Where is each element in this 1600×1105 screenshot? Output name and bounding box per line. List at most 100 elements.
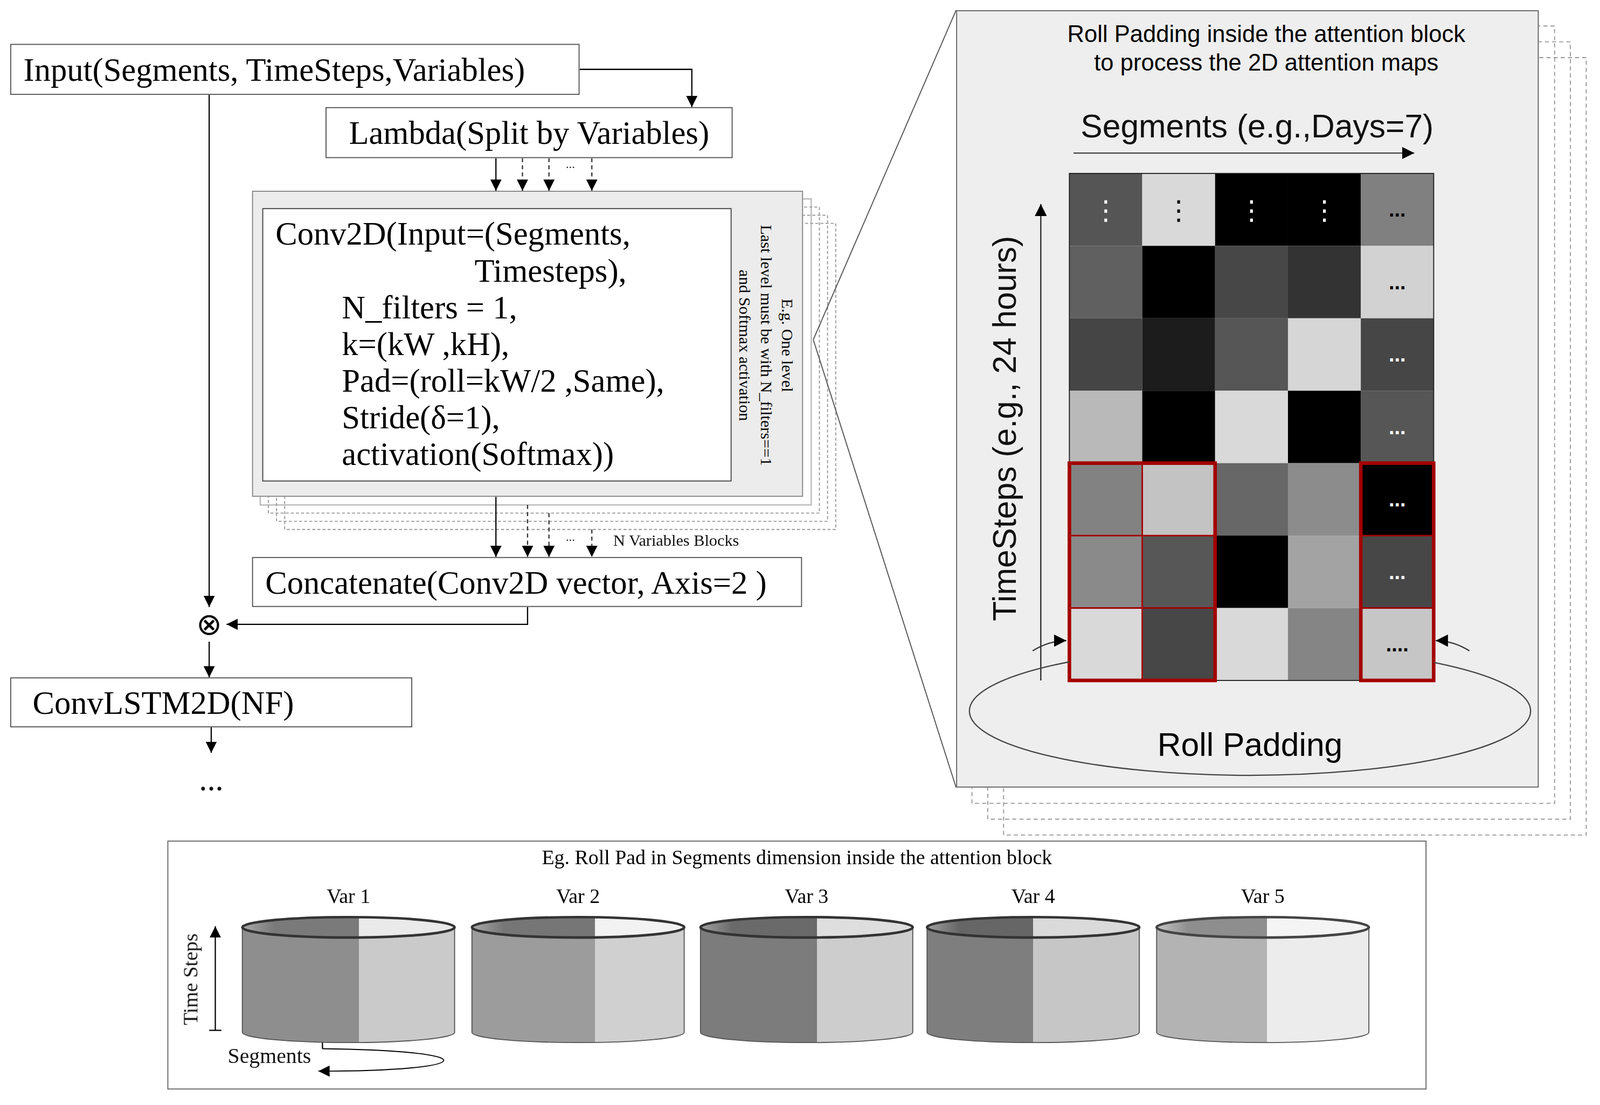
grid-cell — [1215, 245, 1288, 318]
grid-cell — [1142, 608, 1216, 681]
multiply-operator: ⊗ — [191, 607, 227, 642]
grid-cell — [1287, 318, 1361, 391]
grid-cell — [1360, 390, 1434, 463]
cell-dots: ⋮ — [1092, 194, 1119, 226]
cylinder-top — [926, 917, 1140, 938]
box-label: Concatenate(Conv2D vector, Axis=2 ) — [265, 563, 767, 601]
grid-cell — [1215, 318, 1288, 391]
side-note: E.g. One level — [777, 217, 799, 473]
cylinder-top — [472, 917, 685, 938]
example-panel: Eg. Roll Pad in Segments dimension insid… — [167, 840, 1428, 1090]
grid-cell — [1215, 390, 1288, 463]
grid-cell — [1360, 608, 1434, 681]
cylinder-label: Var 2 — [466, 883, 690, 909]
grid-cell — [1142, 245, 1216, 318]
grid-cell — [1287, 535, 1361, 608]
cylinder-drawing — [466, 883, 690, 1048]
grid-border — [1069, 173, 1434, 681]
side-note: Last level must be with N_filters==1 and… — [733, 217, 778, 473]
cylinder-top — [1156, 917, 1369, 938]
cell-dots: ... — [1388, 197, 1406, 222]
panel-title: Roll Padding inside the attention block … — [1062, 19, 1471, 77]
cylinder-top — [242, 917, 455, 938]
axis-label: Segments (e.g.,Days=7) — [1080, 107, 1434, 146]
flow-arrow — [495, 157, 497, 191]
grid-cell — [1069, 535, 1142, 608]
variable-cylinder: Var 5 — [1151, 883, 1375, 1048]
ellipsis: ... — [565, 529, 576, 545]
code-line: N_filters = 1, — [341, 288, 731, 326]
grid-cell — [1287, 173, 1361, 246]
code-line: Conv2D(Input=(Segments, — [275, 215, 731, 253]
flow-arrow — [495, 496, 497, 558]
cylinder-label: Var 1 — [236, 883, 461, 909]
grid-cell — [1287, 245, 1361, 318]
grid-cell — [1215, 608, 1288, 681]
cylinder-label: Var 4 — [921, 883, 1146, 909]
cell-dots: ... — [1388, 560, 1406, 585]
grid-cell — [1069, 318, 1142, 391]
grid-cell — [1069, 463, 1142, 536]
roll-arrow — [1032, 640, 1066, 651]
grid-cell — [1287, 390, 1361, 463]
process-box: ConvLSTM2D(NF) — [10, 677, 413, 728]
box-label: Lambda(Split by Variables) — [348, 114, 710, 151]
grid-cell — [1215, 173, 1288, 246]
code-line: Stride(δ=1), — [341, 398, 731, 436]
process-box: Concatenate(Conv2D vector, Axis=2 ) — [252, 557, 803, 608]
stacked-block — [260, 198, 812, 505]
cylinder-body — [926, 927, 1140, 1043]
code-line: k=(kW ,kH), — [341, 325, 731, 363]
grid-cell — [1142, 318, 1216, 391]
roll-region — [1360, 463, 1434, 681]
cell-dots: ⋮ — [1238, 194, 1265, 226]
process-box: Lambda(Split by Variables) — [325, 107, 733, 159]
grid-cell — [1069, 173, 1142, 246]
box-label: ConvLSTM2D(NF) — [32, 684, 295, 722]
merge-arrow — [527, 504, 529, 558]
panel-title: Eg. Roll Pad in Segments dimension insid… — [168, 841, 1426, 870]
cell-dots: ... — [1388, 415, 1406, 440]
split-arrow — [548, 157, 550, 191]
grid-cell — [1142, 535, 1216, 608]
roll-curve-arrow — [318, 1049, 445, 1072]
axis-tick — [209, 1029, 222, 1031]
cylinder-drawing — [1151, 883, 1375, 1048]
grid-cell — [1215, 463, 1288, 536]
variable-cylinder: Var 1 — [236, 883, 461, 1048]
cylinder-body — [1156, 927, 1369, 1043]
roll-arrow — [1435, 640, 1470, 651]
grid-cell — [1287, 463, 1361, 536]
grid-cell — [1069, 245, 1142, 318]
variable-cylinder: Var 2 — [466, 883, 690, 1048]
axis-label: TimeSteps (e.g., 24 hours) — [986, 236, 1024, 622]
grid-cell — [1360, 318, 1434, 391]
grid-cell — [1142, 173, 1216, 246]
flow-arrow — [208, 641, 210, 678]
code-line: activation(Softmax)) — [341, 435, 731, 473]
grid-cell — [1069, 608, 1142, 681]
ellipsis: ... — [198, 760, 224, 799]
flow-arrow — [226, 607, 528, 625]
cell-dots: ... — [1388, 270, 1406, 295]
cylinder-body — [700, 927, 913, 1043]
attention-block: E.g. One levelLast level must be with N_… — [252, 190, 803, 497]
box-label: Input(Segments, TimeSteps,Variables) — [23, 51, 526, 88]
flow-arrow — [579, 69, 692, 108]
cylinder-drawing — [921, 883, 1146, 1048]
cylinder-drawing — [236, 883, 461, 1048]
grid-cell — [1215, 535, 1288, 608]
cylinder-label: Var 5 — [1151, 883, 1375, 909]
axis-label: Segments — [227, 1043, 312, 1069]
cell-dots: ⋮ — [1311, 194, 1338, 226]
grid-cell — [1069, 390, 1142, 463]
axis-label: Time Steps — [178, 933, 203, 1026]
input-box: Input(Segments, TimeSteps,Variables) — [10, 43, 580, 95]
cylinder-label: Var 3 — [694, 883, 919, 909]
merge-arrow — [591, 529, 593, 558]
roll-ellipse-outline — [969, 646, 1531, 776]
grid-cell — [1287, 608, 1361, 681]
variable-cylinder: Var 3 — [694, 883, 919, 1048]
cylinder-body — [242, 927, 455, 1043]
